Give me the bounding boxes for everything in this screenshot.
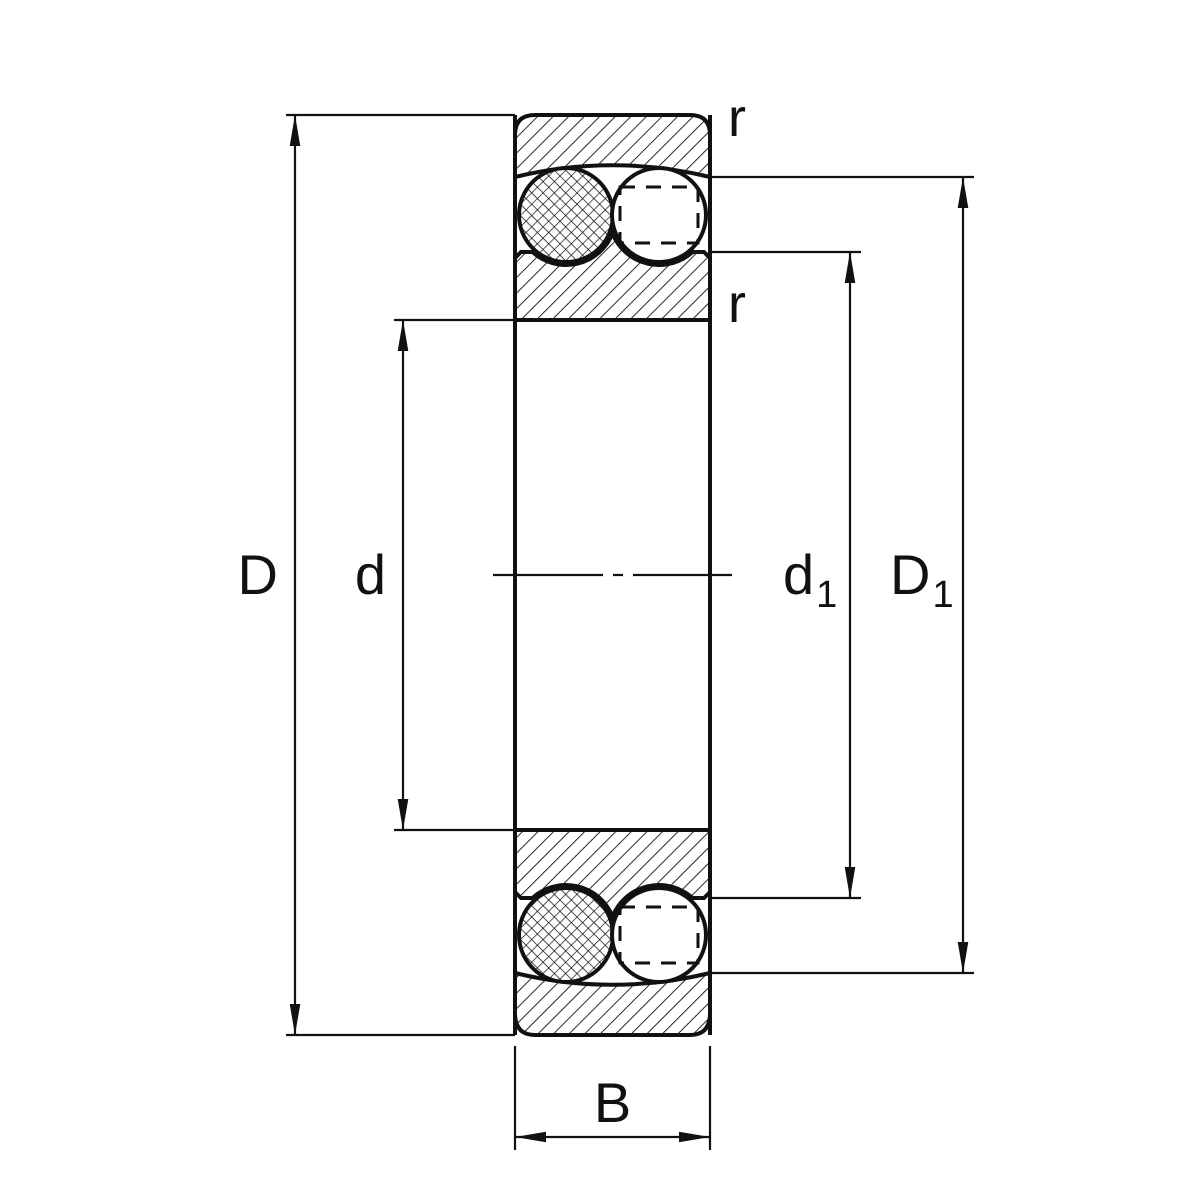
label-width: B — [594, 1071, 631, 1134]
dimension-D: D — [238, 113, 515, 1037]
dimension-d1: d1 — [710, 250, 861, 900]
ball-bottom-left-sectioned — [517, 886, 615, 984]
arrowhead-left — [515, 1131, 546, 1143]
inner-ring-top-section — [513, 227, 712, 322]
label-chamfer-radius-top: r — [728, 88, 746, 148]
outer-ring-top-section — [513, 113, 712, 180]
arrowhead-down — [397, 799, 409, 830]
arrowhead-right — [679, 1131, 710, 1143]
label-bore-diameter: d — [355, 543, 386, 606]
cage-pocket-bottom-dashed — [618, 905, 700, 965]
outer-ring-bottom-section — [513, 970, 712, 1037]
label-outer-shoulder-diameter: D1 — [890, 543, 954, 616]
arrowhead-up — [397, 320, 409, 351]
arrowhead-up — [289, 115, 301, 146]
arrowhead-down — [844, 867, 856, 898]
inner-ring-bottom-section — [513, 828, 712, 923]
ball-top-right — [610, 166, 708, 264]
arrowhead-up — [957, 177, 969, 208]
arrowhead-down — [957, 942, 969, 973]
label-outer-diameter: D — [238, 543, 278, 606]
label-D1-subscript: 1 — [932, 574, 953, 616]
dimension-d: d — [355, 318, 515, 832]
dimension-B: B — [513, 1046, 712, 1150]
arrowhead-up — [844, 252, 856, 283]
arrowhead-down — [289, 1004, 301, 1035]
label-inner-shoulder-diameter: d1 — [783, 543, 837, 616]
ball-top-left-sectioned — [517, 166, 615, 264]
cage-pocket-top-dashed — [618, 185, 700, 245]
label-D1-base: D — [890, 543, 930, 606]
label-chamfer-radius-inner: r — [728, 274, 746, 334]
ball-bottom-right — [610, 886, 708, 984]
bearing-cross-section — [513, 113, 712, 1037]
dimension-D1: D1 — [710, 175, 974, 975]
label-d1-base: d — [783, 543, 814, 606]
dimensions: D d d1 — [238, 88, 974, 1150]
label-d1-subscript: 1 — [816, 574, 837, 616]
